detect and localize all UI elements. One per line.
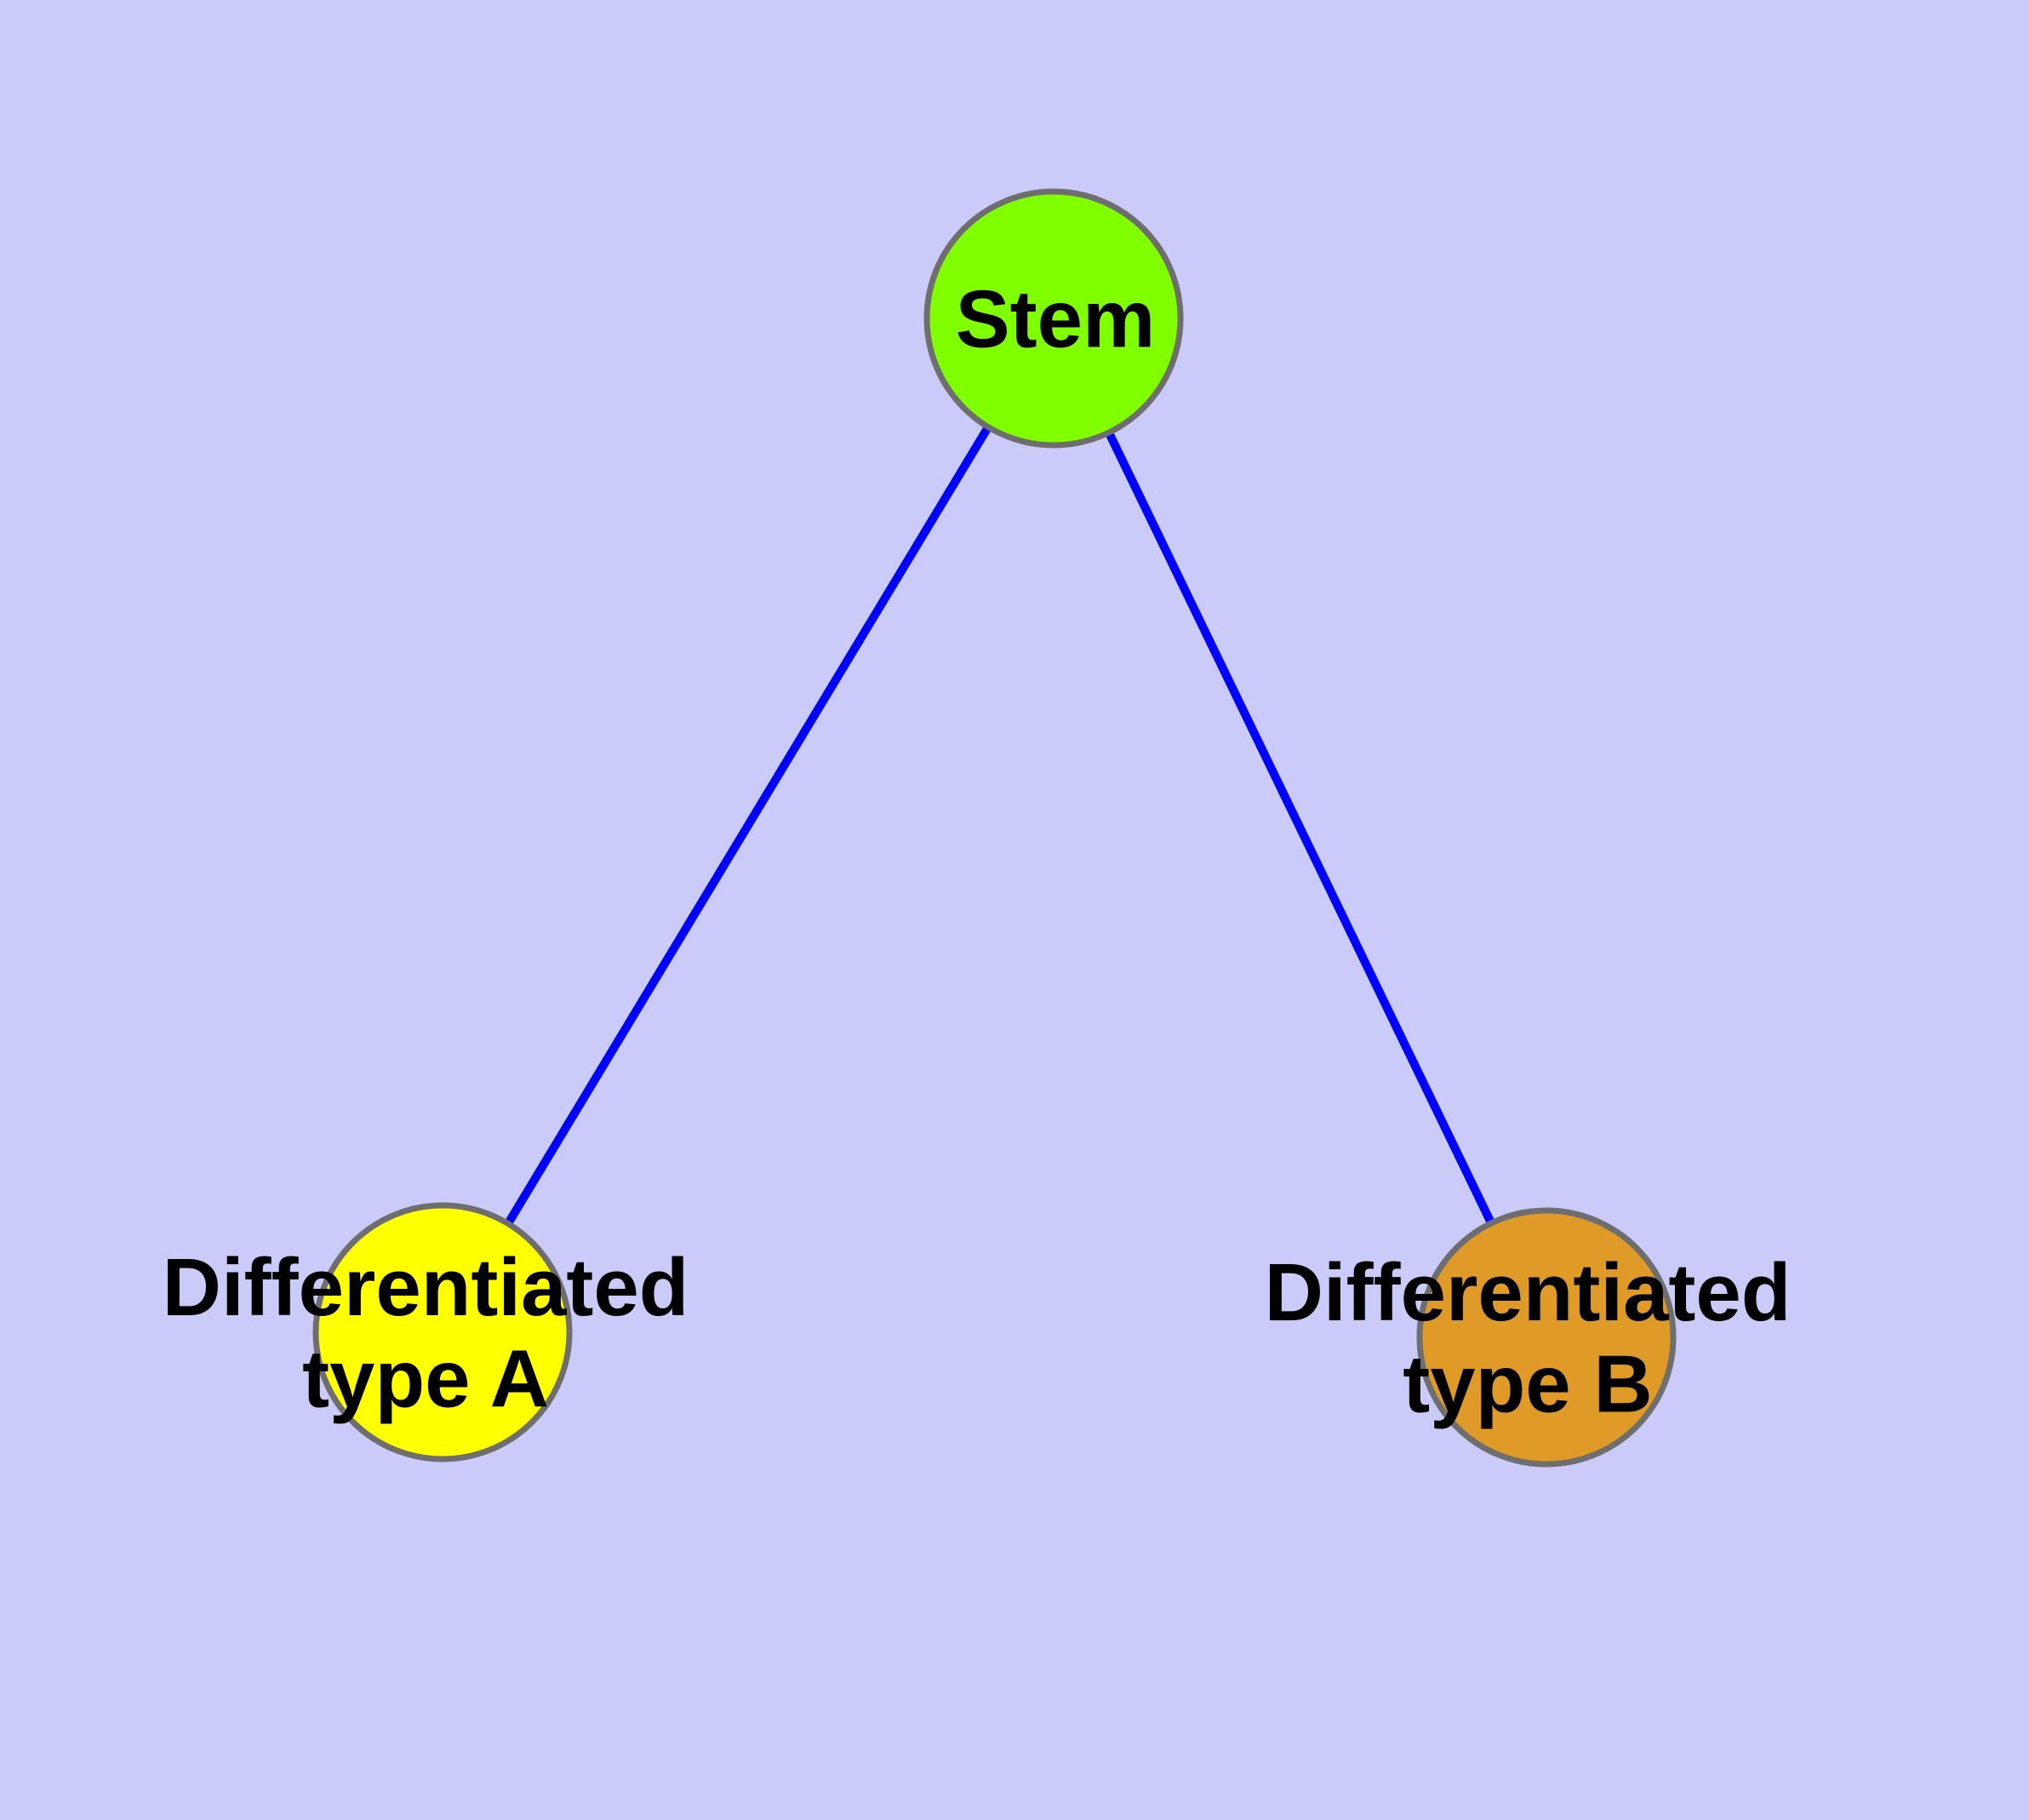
node-circle-diff-a[interactable] — [312, 1202, 573, 1462]
node-circle-stem[interactable] — [923, 188, 1184, 449]
node-circle-diff-b[interactable] — [1416, 1207, 1677, 1468]
edges-group — [502, 421, 1497, 1229]
node-label-line: Stem — [956, 274, 1156, 365]
node-label-line: Differentiated — [1265, 1247, 1792, 1338]
node-label-stem: Stem — [956, 274, 1156, 365]
graph-node-stem[interactable]: Stem — [923, 188, 1184, 449]
graph-edge[interactable] — [1103, 427, 1497, 1228]
node-label-line: type A — [302, 1333, 549, 1424]
node-label-line: Differentiated — [163, 1242, 689, 1333]
graph-edge[interactable] — [502, 421, 994, 1229]
node-label-line: type B — [1403, 1338, 1652, 1429]
